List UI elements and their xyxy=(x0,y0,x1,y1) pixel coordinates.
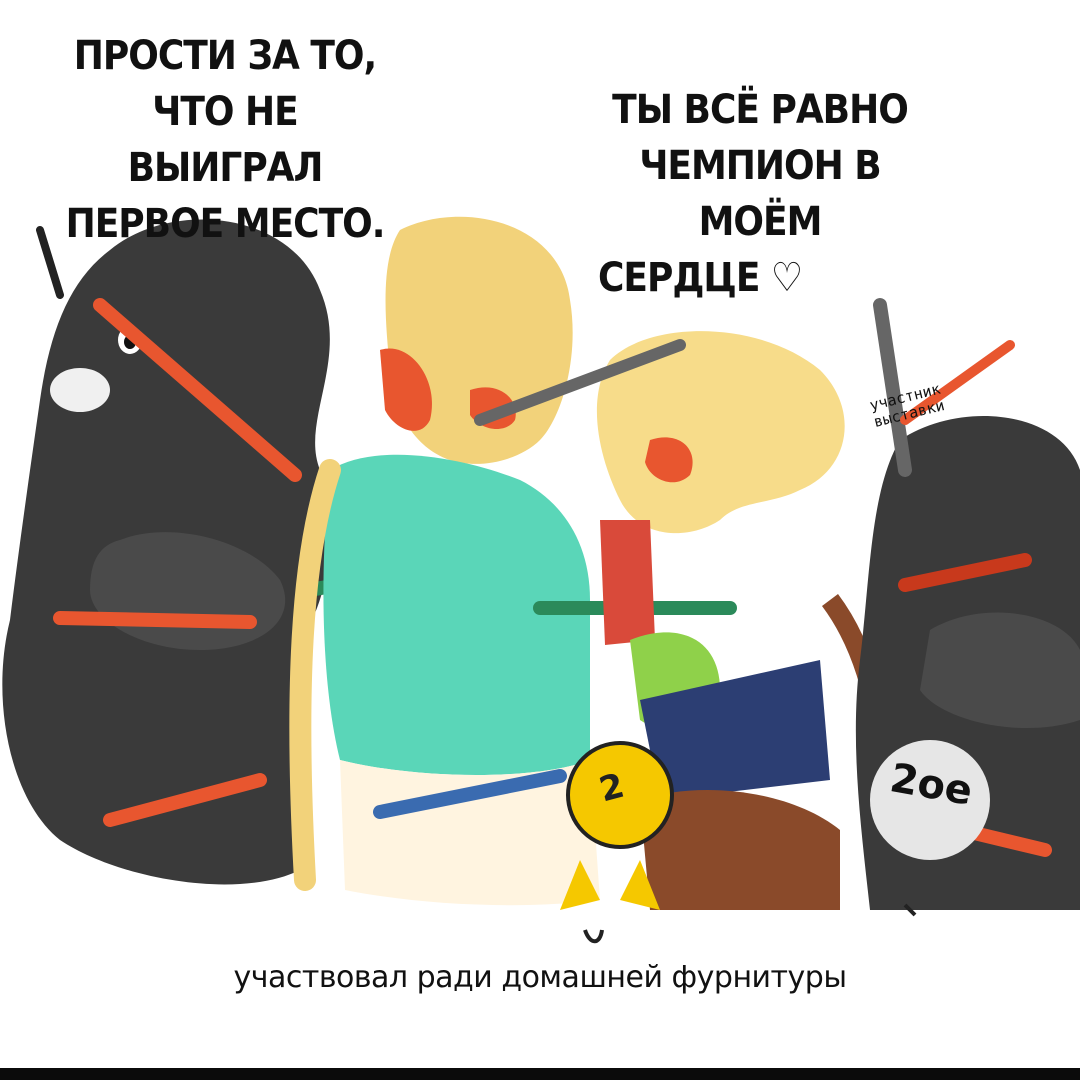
speech-bubble-left: ПРОСТИ ЗА ТО, ЧТО НЕ ВЫИГРАЛ ПЕРВОЕ МЕСТ… xyxy=(60,28,390,252)
right-dark-dog-figure xyxy=(855,298,1080,910)
speech-line: ПЕРВОЕ МЕСТО. xyxy=(65,201,386,247)
speech-bubble-right: ТЫ ВСЁ РАВНО ЧЕМПИОН В МОЁМ СЕРДЦЕ ♡ xyxy=(580,82,940,306)
speech-line: СЕРДЦЕ ♡ xyxy=(598,255,803,301)
speech-line: ЧЕМПИОН В МОЁМ xyxy=(639,143,881,245)
scribble xyxy=(583,929,604,944)
speech-line: ПРОСТИ ЗА ТО, xyxy=(73,33,377,79)
scribble xyxy=(903,903,917,917)
blond-dog-figure xyxy=(474,331,890,910)
speech-line: ЧТО НЕ ВЫИГРАЛ xyxy=(127,89,324,191)
bottom-bar xyxy=(0,1068,1080,1080)
bottom-caption: участвовал ради домашней фурнитуры xyxy=(233,960,847,995)
speech-line: ТЫ ВСЁ РАВНО xyxy=(612,87,909,133)
second-place-medal xyxy=(560,741,674,910)
